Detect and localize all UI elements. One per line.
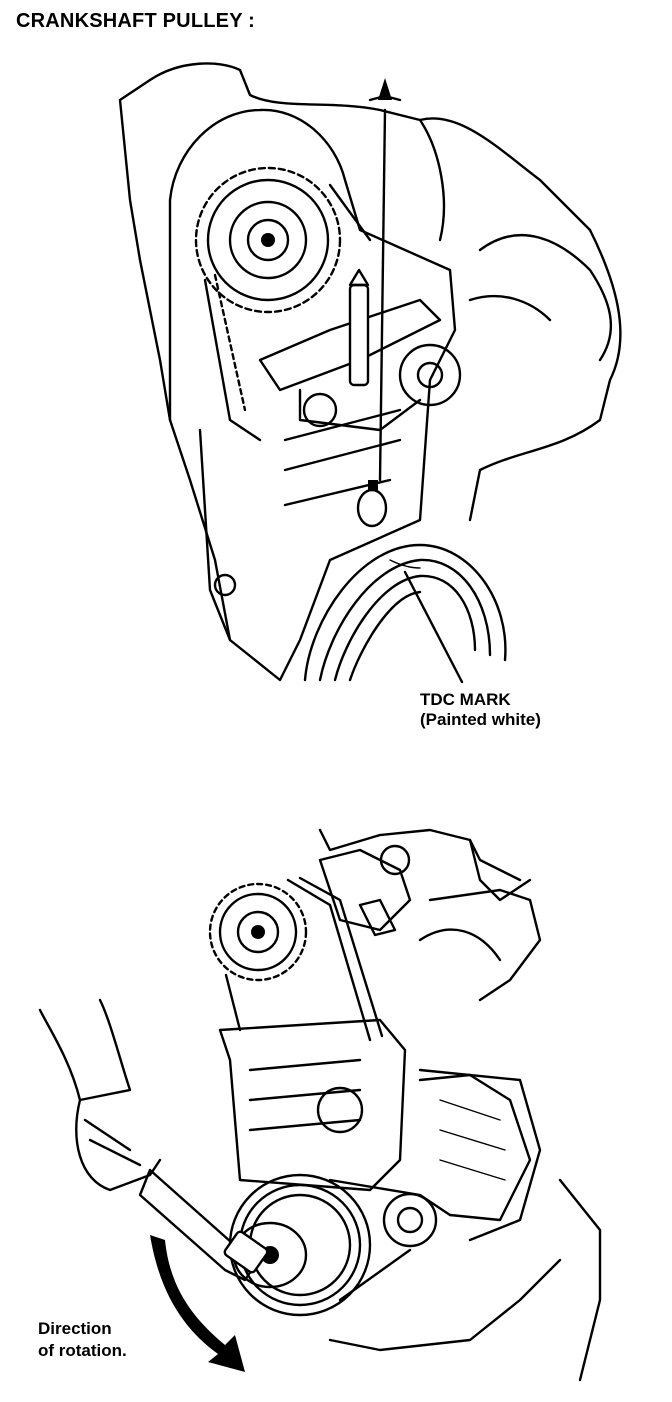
top-engine-drawing <box>118 62 622 684</box>
tdc-mark-callout: TDC MARK (Painted white) <box>420 690 541 730</box>
tdc-mark-note: (Painted white) <box>420 710 541 729</box>
crankshaft-pulley <box>303 543 507 682</box>
rotation-arrow-icon <box>150 1235 245 1372</box>
direction-line-2: of rotation. <box>38 1341 127 1360</box>
bottom-engine-drawing <box>38 828 602 1382</box>
tdc-mark-title: TDC MARK <box>420 690 511 709</box>
direction-callout: Direction of rotation. <box>38 1318 127 1362</box>
camshaft-sprocket <box>194 166 342 314</box>
bottom-cam-sprocket <box>208 882 308 982</box>
direction-line-1: Direction <box>38 1319 112 1338</box>
hand-with-wrench <box>38 998 269 1282</box>
page-title: CRANKSHAFT PULLEY : <box>16 10 255 32</box>
pointer-arrow-icon <box>378 78 392 100</box>
